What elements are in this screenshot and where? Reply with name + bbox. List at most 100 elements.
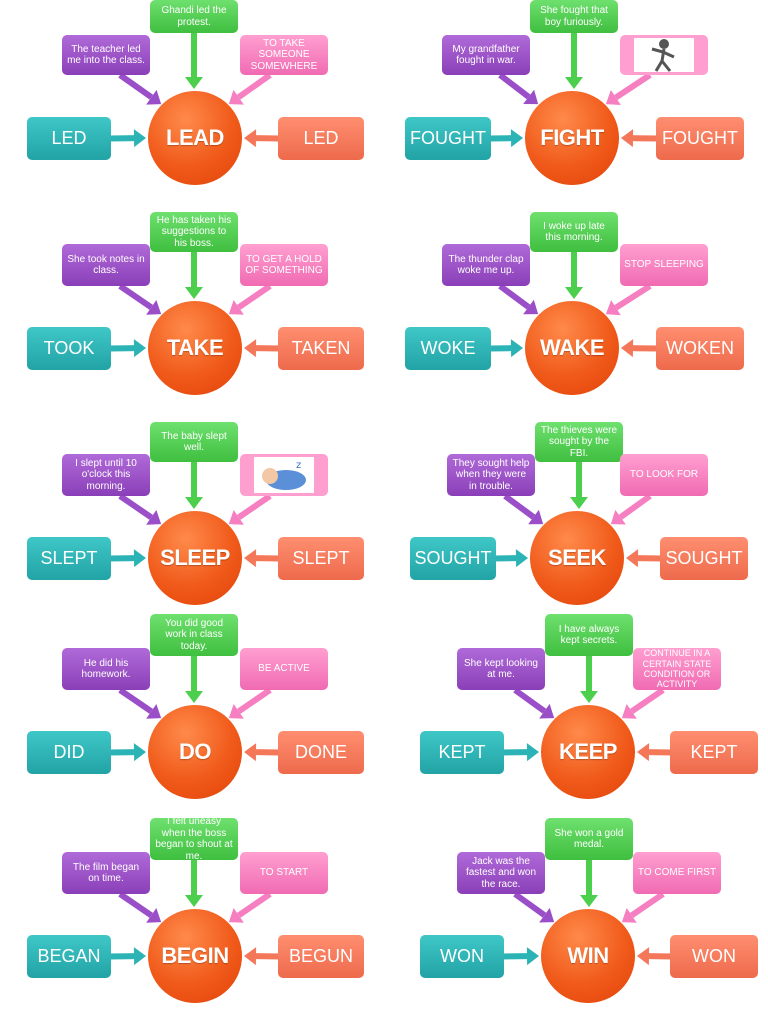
arrow-top-lead <box>185 33 203 89</box>
arrow-right-win <box>621 891 665 923</box>
arrow-participle-win <box>637 947 673 966</box>
arrow-right-do <box>228 687 272 719</box>
arrow-past-fight <box>488 129 523 148</box>
arrow-left-keep <box>513 687 555 719</box>
example-left-lead: The teacher led me into the class. <box>62 35 150 75</box>
arrow-right-sleep <box>228 493 272 525</box>
past-tense-sleep: SLEPT <box>27 537 111 580</box>
past-participle-seek: SOUGHT <box>660 537 748 580</box>
example-left-wake: The thunder clap woke me up. <box>442 244 530 286</box>
image-box-sleep: z <box>240 454 328 496</box>
verb-circle-sleep: SLEEP <box>148 511 242 605</box>
arrow-past-win <box>501 947 539 966</box>
arrow-top-seek <box>570 462 588 509</box>
example-top-lead: Ghandi led the protest. <box>150 0 238 33</box>
example-top-fight: She fought that boy furiously. <box>530 0 618 33</box>
example-top-keep: I have always kept secrets. <box>545 614 633 656</box>
definition-do: BE ACTIVE <box>240 648 328 690</box>
example-top-sleep: The baby slept well. <box>150 422 238 462</box>
example-top-begin: I felt uneasy when the boss began to sho… <box>150 816 238 862</box>
arrow-past-begin <box>108 947 146 966</box>
arrow-past-keep <box>501 743 539 762</box>
definition-win: TO COME FIRST <box>633 852 721 894</box>
verb-circle-take: TAKE <box>148 301 242 395</box>
past-tense-take: TOOK <box>27 327 111 370</box>
arrow-left-begin <box>118 891 162 923</box>
arrow-participle-take <box>244 339 281 358</box>
arrow-right-keep <box>621 687 665 719</box>
arrow-right-seek <box>610 493 652 525</box>
arrow-past-wake <box>488 339 523 358</box>
example-top-take: He has taken his suggestions to his boss… <box>150 212 238 252</box>
arrow-top-sleep <box>185 462 203 509</box>
past-tense-seek: SOUGHT <box>410 537 496 580</box>
arrow-left-wake <box>498 283 539 315</box>
example-top-win: She won a gold medal. <box>545 818 633 860</box>
past-tense-keep: KEPT <box>420 731 504 774</box>
past-tense-fight: FOUGHT <box>405 117 491 160</box>
definition-seek: TO LOOK FOR <box>620 454 708 496</box>
arrow-participle-begin <box>244 947 281 966</box>
arrow-left-take <box>118 283 162 315</box>
arrow-past-lead <box>108 129 146 148</box>
arrow-top-wake <box>565 252 583 299</box>
arrow-left-fight <box>498 72 539 105</box>
definition-begin: TO START <box>240 852 328 894</box>
example-left-sleep: I slept until 10 o'clock this morning. <box>62 454 150 496</box>
arrow-top-win <box>580 860 598 907</box>
example-left-keep: She kept looking at me. <box>457 648 545 690</box>
example-left-win: Jack was the fastest and won the race. <box>457 852 545 894</box>
past-participle-do: DONE <box>278 731 364 774</box>
example-left-take: She took notes in class. <box>62 244 150 286</box>
arrow-past-seek <box>493 549 528 568</box>
example-left-begin: The film began on time. <box>62 852 150 894</box>
arrow-left-lead <box>118 72 162 105</box>
past-tense-lead: LED <box>27 117 111 160</box>
verb-circle-begin: BEGIN <box>148 909 242 1003</box>
arrow-participle-wake <box>621 339 659 358</box>
definition-keep: CONTINUE IN A CERTAIN STATE CONDITION OR… <box>633 648 721 690</box>
arrow-right-lead <box>228 72 272 105</box>
arrow-right-fight <box>605 72 652 106</box>
verb-circle-keep: KEEP <box>541 705 635 799</box>
past-participle-keep: KEPT <box>670 731 758 774</box>
past-participle-lead: LED <box>278 117 364 160</box>
arrow-right-take <box>228 283 272 315</box>
past-tense-begin: BEGAN <box>27 935 111 978</box>
arrow-left-sleep <box>118 493 162 525</box>
past-participle-take: TAKEN <box>278 327 364 370</box>
arrow-past-sleep <box>108 549 146 568</box>
past-participle-fight: FOUGHT <box>656 117 744 160</box>
verb-circle-wake: WAKE <box>525 301 619 395</box>
past-participle-win: WON <box>670 935 758 978</box>
arrow-right-begin <box>228 891 272 923</box>
arrow-participle-seek <box>626 549 663 568</box>
image-box-fight <box>620 35 708 75</box>
arrow-left-win <box>513 891 555 923</box>
arrow-past-take <box>108 339 146 358</box>
past-participle-begin: BEGUN <box>278 935 364 978</box>
example-left-seek: They sought help when they were in troub… <box>447 454 535 496</box>
definition-lead: TO TAKE SOMEONE SOMEWHERE <box>240 35 328 75</box>
past-tense-win: WON <box>420 935 504 978</box>
example-left-do: He did his homework. <box>62 648 150 690</box>
arrow-participle-lead <box>244 129 281 148</box>
verb-circle-win: WIN <box>541 909 635 1003</box>
arrow-right-wake <box>605 283 652 316</box>
sleeping-baby-illustration: z <box>254 457 314 493</box>
verb-circle-seek: SEEK <box>530 511 624 605</box>
fighting-figure-illustration <box>634 38 694 72</box>
arrow-top-keep <box>580 656 598 703</box>
arrow-top-begin <box>185 860 203 907</box>
past-tense-wake: WOKE <box>405 327 491 370</box>
verb-circle-do: DO <box>148 705 242 799</box>
example-top-do: You did good work in class today. <box>150 614 238 656</box>
example-top-wake: I woke up late this morning. <box>530 212 618 252</box>
past-participle-sleep: SLEPT <box>278 537 364 580</box>
arrow-participle-sleep <box>244 549 281 568</box>
arrow-participle-do <box>244 743 281 762</box>
arrow-left-do <box>118 687 162 719</box>
verb-circle-fight: FIGHT <box>525 91 619 185</box>
arrow-top-fight <box>565 33 583 89</box>
